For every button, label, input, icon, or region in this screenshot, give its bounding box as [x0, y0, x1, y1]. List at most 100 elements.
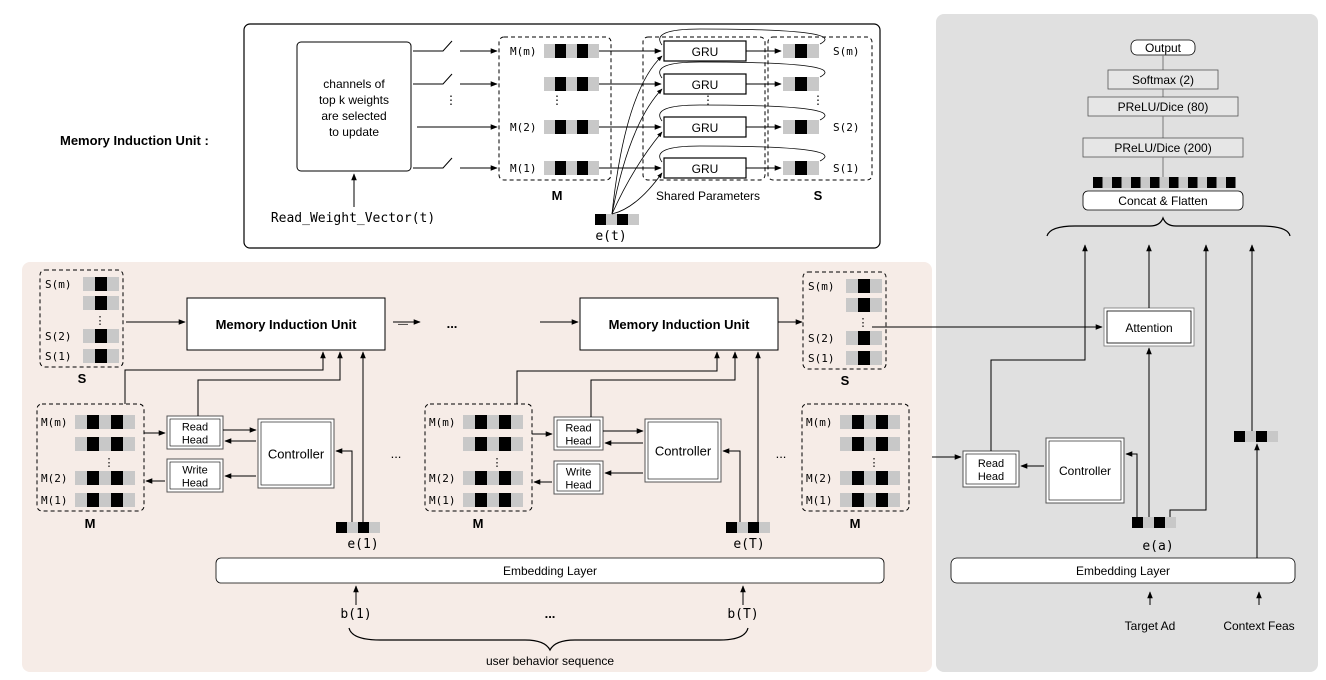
read-weight-label: Read_Weight_Vector(t) [271, 211, 435, 226]
vector-cell [95, 329, 107, 343]
vdots: ⋮ [702, 93, 714, 107]
vector-cell [888, 415, 900, 429]
vector-cell [864, 493, 876, 507]
ellipsis: ... [776, 446, 787, 461]
vector-cell [737, 522, 748, 533]
behavior-ellipsis: ... [545, 606, 556, 621]
state-block-left-label: S [78, 371, 87, 386]
vector-cell [555, 44, 566, 58]
vector-cell [870, 331, 882, 345]
memory-slot [544, 161, 599, 175]
vector-cell [107, 349, 119, 363]
vector-cell [83, 349, 95, 363]
context-feas-label: Context Feas [1223, 619, 1294, 633]
recurrent-loop [659, 145, 826, 163]
embedding-layer-right-label: Embedding Layer [1076, 564, 1170, 578]
vector-cell [123, 437, 135, 451]
state-slot [83, 349, 119, 363]
embedding-label-T: e(T) [733, 537, 764, 552]
output-label: Output [1145, 41, 1182, 55]
vector-cell [759, 522, 770, 533]
memory-row-label: M(2) [41, 472, 68, 485]
mui-box-T-label: Memory Induction Unit [609, 317, 751, 332]
vector-cell [1267, 431, 1278, 442]
vector-cell [499, 437, 511, 451]
vector-cell [555, 161, 566, 175]
state-to-mui-read [124, 351, 326, 404]
right-read-head-line1: Read [978, 458, 1004, 470]
vector-cell [1165, 517, 1176, 528]
vector-cell [846, 279, 858, 293]
state-block-right-label: S [841, 373, 850, 388]
mui-memory-box [498, 36, 612, 181]
attention-label: Attention [1125, 321, 1172, 335]
vector-cell [1169, 177, 1179, 188]
vector-cell [795, 120, 807, 134]
read-head-to-concat [990, 244, 1088, 451]
vdots: ⋮ [104, 457, 115, 469]
write-head-T-inner [556, 463, 601, 492]
controller-1-label: Controller [268, 447, 325, 462]
dense-layer-label: PReLU/Dice (200) [1114, 141, 1211, 155]
selector-line-1: channels of [323, 77, 385, 91]
vector-cell [1178, 177, 1188, 188]
vector-cell [807, 120, 819, 134]
memory-slot [463, 493, 523, 507]
switch-icon [413, 40, 453, 52]
vector-cell [852, 493, 864, 507]
vector-cell [463, 437, 475, 451]
read-head-to-mui [590, 351, 738, 417]
controller-1-inner [260, 421, 332, 486]
vector-cell [511, 415, 523, 429]
switch-icon [413, 157, 453, 169]
vector-cell [75, 415, 87, 429]
concat-flatten-label: Concat & Flatten [1118, 194, 1207, 208]
vector-cell [795, 44, 807, 58]
vector-cell [1132, 517, 1143, 528]
vector-cell [87, 415, 99, 429]
vector-cell [123, 493, 135, 507]
vector-cell [783, 77, 795, 91]
memory-slot [75, 415, 135, 429]
vector-cell [870, 279, 882, 293]
behavior-1: b(1) [340, 607, 371, 622]
target-embedding-label: e(a) [1142, 539, 1173, 554]
vector-cell [511, 471, 523, 485]
vector-cell [111, 471, 123, 485]
vector-cell [876, 437, 888, 451]
memory-slot [840, 471, 900, 485]
mui-box-T [579, 297, 779, 351]
attention-inner [1106, 310, 1192, 344]
gru-label: GRU [692, 121, 719, 135]
vector-cell [107, 329, 119, 343]
vector-cell [123, 471, 135, 485]
state-block-left-box [39, 269, 124, 368]
vector-cell [876, 471, 888, 485]
vector-cell [628, 214, 639, 225]
memory-slot [463, 471, 523, 485]
controller-T-inner [647, 421, 719, 480]
vector-cell [858, 351, 870, 365]
vector-cell [888, 471, 900, 485]
vector-cell [888, 493, 900, 507]
vector-cell [864, 415, 876, 429]
memory-slot [840, 493, 900, 507]
vector-cell [1150, 177, 1160, 188]
state-slot [83, 329, 119, 343]
vector-cell [463, 415, 475, 429]
read-head-1-label: Head [182, 435, 208, 447]
memory-row-label: M(m) [429, 416, 456, 429]
vector-cell [852, 415, 864, 429]
mui-box-1-label: Memory Induction Unit [216, 317, 358, 332]
vector-cell [588, 120, 599, 134]
vector-cell [544, 161, 555, 175]
memory-slot [544, 77, 599, 91]
vector-cell [83, 329, 95, 343]
vector-cell [1256, 431, 1267, 442]
shared-parameters-box [642, 36, 766, 181]
vector-cell [111, 493, 123, 507]
memory-block-final-label: M [850, 516, 861, 531]
embedding-layer-left [215, 557, 885, 584]
state-row-label: S(m) [833, 45, 860, 58]
